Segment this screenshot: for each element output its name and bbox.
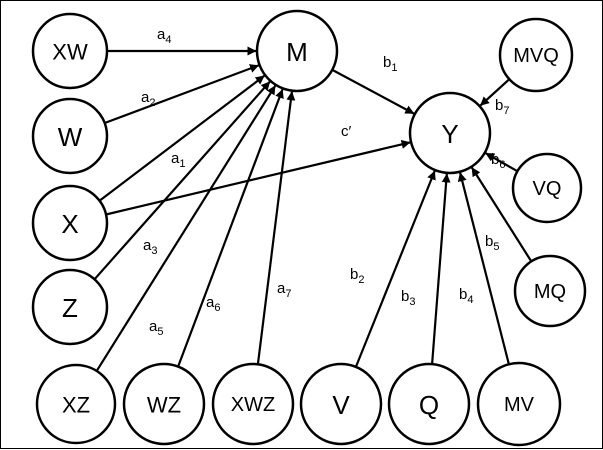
node-circle bbox=[498, 17, 574, 93]
edge-mq-to-y bbox=[470, 167, 533, 262]
node-label: XZ bbox=[62, 393, 90, 418]
node-label: Y bbox=[441, 119, 458, 149]
edge-m-to-y bbox=[331, 68, 415, 115]
node-label: MV bbox=[504, 394, 535, 416]
edge-xz-to-m bbox=[95, 85, 277, 372]
edge-label-m-y: b1 bbox=[383, 54, 397, 74]
node-label: V bbox=[332, 390, 350, 420]
node-v: V bbox=[299, 362, 383, 446]
node-xz: XZ bbox=[35, 363, 117, 445]
node-xwz: XWZ bbox=[211, 362, 295, 446]
node-circle bbox=[511, 152, 583, 224]
node-circle bbox=[299, 362, 383, 446]
node-circle bbox=[476, 361, 562, 447]
node-vq: VQ bbox=[511, 152, 583, 224]
edge-vq-to-y bbox=[485, 152, 518, 173]
edge-label-xwz-m: a7 bbox=[277, 280, 291, 300]
node-label: VQ bbox=[533, 178, 562, 200]
node-circle bbox=[31, 268, 109, 346]
edge-q-to-y bbox=[431, 173, 451, 365]
edge-xwz-to-m bbox=[256, 91, 296, 365]
node-label: M bbox=[286, 37, 308, 67]
node-label: XW bbox=[52, 40, 88, 65]
edge-label-mvq-y: b7 bbox=[495, 97, 509, 117]
node-circle bbox=[31, 97, 109, 175]
node-y: Y bbox=[408, 91, 492, 175]
node-circle bbox=[122, 362, 206, 446]
node-mq: MQ bbox=[513, 254, 587, 328]
node-m: M bbox=[255, 9, 339, 93]
node-q: Q bbox=[387, 362, 471, 446]
edge-mvq-to-y bbox=[479, 78, 511, 107]
edge-label-v-y: b2 bbox=[350, 266, 364, 286]
node-circle bbox=[408, 91, 492, 175]
node-circle bbox=[513, 254, 587, 328]
edge-label-x-m: a1 bbox=[171, 150, 185, 170]
node-circle bbox=[31, 184, 109, 262]
edge-label-xz-m: a5 bbox=[149, 318, 163, 338]
edge-wz-to-m bbox=[177, 88, 284, 367]
node-label: Q bbox=[419, 390, 439, 420]
edge-label-mq-y: b5 bbox=[485, 233, 499, 253]
node-w: W bbox=[31, 97, 109, 175]
node-label: WZ bbox=[147, 393, 181, 418]
node-circle bbox=[31, 12, 109, 90]
edge-label-vq-y: b6 bbox=[491, 151, 505, 171]
node-mvq: MVQ bbox=[498, 17, 574, 93]
node-z: Z bbox=[31, 268, 109, 346]
node-circle bbox=[35, 363, 117, 445]
node-circle bbox=[387, 362, 471, 446]
node-x: X bbox=[31, 184, 109, 262]
edge-label-wz-m: a6 bbox=[206, 294, 220, 314]
edge-v-to-y bbox=[354, 170, 436, 368]
node-label: X bbox=[61, 209, 78, 239]
edge-label-x-y: c′ bbox=[341, 123, 352, 140]
node-circle bbox=[211, 362, 295, 446]
edge-label-mv-y: b4 bbox=[459, 286, 473, 306]
edge-label-xw-m: a4 bbox=[157, 26, 171, 46]
edge-z-to-m bbox=[93, 80, 271, 281]
edge-mv-to-y bbox=[457, 172, 510, 365]
edge-label-z-m: a3 bbox=[143, 237, 157, 257]
node-label: Z bbox=[62, 293, 78, 323]
node-label: W bbox=[58, 122, 83, 152]
edge-w-to-m bbox=[104, 64, 260, 125]
edges bbox=[93, 46, 533, 372]
node-wz: WZ bbox=[122, 362, 206, 446]
node-circle bbox=[255, 9, 339, 93]
edge-label-w-m: a2 bbox=[141, 89, 155, 109]
node-label: XWZ bbox=[231, 394, 275, 416]
node-mv: MV bbox=[476, 361, 562, 447]
edge-labels: a4 a2 a1 a3 a5 a6 a7 b1 c′ b2 b3 b4 b5 b6 b7 bbox=[141, 26, 509, 338]
edge-label-q-y: b3 bbox=[401, 288, 415, 308]
edge-x-to-m bbox=[98, 74, 265, 202]
node-label: MQ bbox=[534, 281, 566, 303]
edge-x-to-y bbox=[105, 139, 411, 216]
node-label: MVQ bbox=[513, 45, 559, 67]
node-xw: XW bbox=[31, 12, 109, 90]
